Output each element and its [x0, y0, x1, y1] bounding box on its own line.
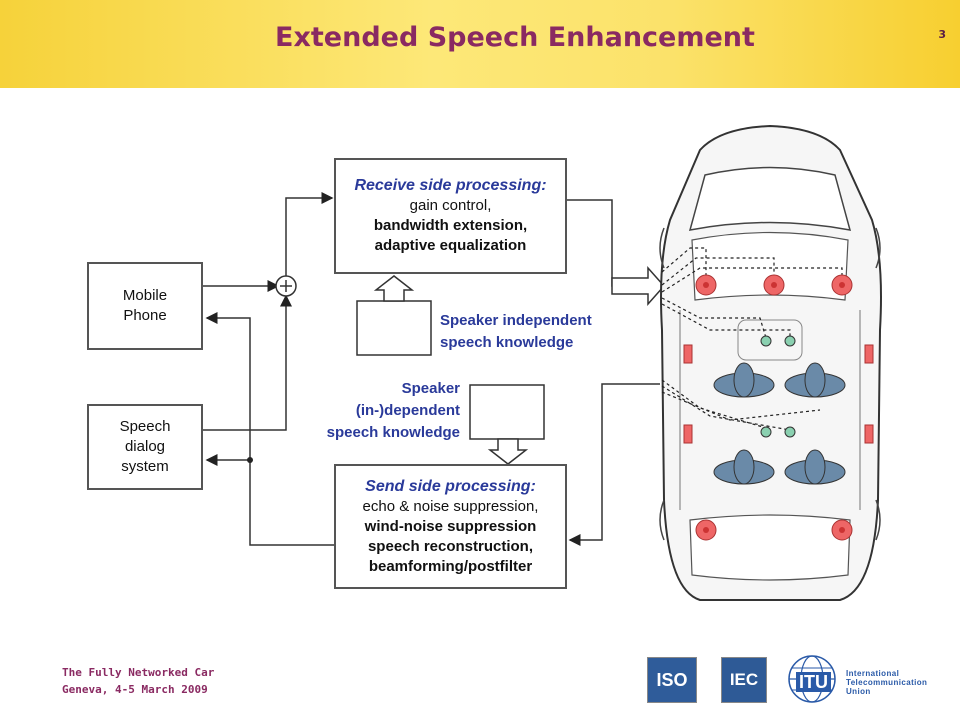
itu-name-line-3: Union: [846, 687, 871, 696]
receive-to-car-line: [567, 199, 648, 287]
footer-event-name: The Fully Networked Car: [62, 666, 215, 679]
receive-line-3: adaptive equalization: [374, 237, 527, 254]
itu-name-line-2: Telecommunication: [846, 678, 928, 687]
iso-logo: ISO: [647, 657, 697, 703]
speech-dialog-label: Speech dialog system: [119, 418, 171, 475]
header-banner: [0, 0, 960, 88]
sum-to-receive-line: [285, 192, 334, 276]
send-heading: Send side processing:: [365, 477, 536, 495]
iec-logo: IEC: [721, 657, 767, 703]
send-line-3: speech reconstruction,: [367, 537, 534, 555]
receive-line-2: bandwidth extension,: [373, 217, 528, 234]
send-processing-block: Send side processing: echo & noise suppr…: [334, 464, 567, 589]
speech-dialog-block: Speech dialog system: [87, 404, 203, 490]
speaker-independent-line-2: speech knowledge: [440, 334, 574, 351]
speaker-independent-line-1: Speaker independent: [440, 312, 592, 329]
itu-name-line-1: International: [846, 669, 900, 678]
speaker-dependent-line-1: Speaker: [401, 380, 460, 397]
send-line-2: wind-noise suppression: [364, 517, 537, 535]
car-illustration: [659, 124, 882, 601]
receive-output-arrow: [611, 266, 666, 306]
speaker-independent-knowledge-box: [356, 300, 432, 356]
speaker-dependent-line-2: (in-)dependent: [355, 402, 460, 419]
mobile-phone-label: Mobile Phone: [122, 287, 168, 324]
send-line-1: echo & noise suppression,: [362, 497, 539, 515]
junction-dot: [247, 457, 253, 463]
car-to-send-line: [568, 383, 660, 546]
receive-heading: Receive side processing:: [354, 177, 547, 194]
slide-title: Extended Speech Enhancement: [275, 22, 755, 53]
speaker-dependent-line-3: speech knowledge: [326, 424, 460, 441]
slide-number: 3: [938, 28, 946, 41]
speaker-dependent-knowledge-box: [469, 384, 545, 440]
receive-processing-block: Receive side processing: gain control, b…: [334, 158, 567, 274]
knowledge-down-arrow: [487, 438, 529, 465]
receive-line-1: gain control,: [409, 197, 492, 214]
itu-logo-text: ITU: [796, 672, 831, 692]
speaker-dependent-label: Speaker (in-)dependent speech knowledge: [280, 378, 460, 444]
mobile-phone-block: Mobile Phone: [87, 262, 203, 350]
speaker-independent-label: Speaker independent speech knowledge: [440, 310, 592, 354]
footer-text: The Fully Networked Car Geneva, 4-5 Marc…: [62, 664, 214, 698]
knowledge-up-arrow: [373, 275, 415, 302]
footer-event-date: Geneva, 4-5 March 2009: [62, 683, 208, 696]
itu-name: International Telecommunication Union: [846, 669, 927, 696]
send-to-phone-line: [205, 312, 334, 546]
send-line-4: beamforming/postfilter: [368, 557, 533, 575]
dialog-to-sum-line: [203, 294, 292, 431]
